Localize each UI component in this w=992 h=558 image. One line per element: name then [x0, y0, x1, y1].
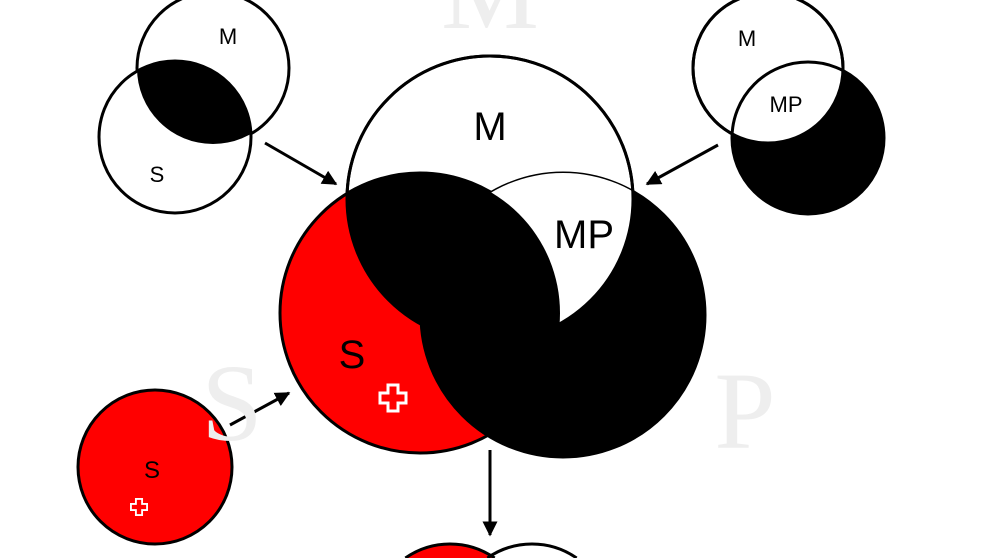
label-mp: MP	[554, 213, 614, 257]
conclusion-diagram	[404, 542, 578, 558]
arrow-icon	[645, 143, 719, 186]
label-mp: MP	[770, 92, 803, 117]
label-s: S	[144, 457, 160, 484]
arrows	[229, 141, 719, 537]
watermark-m: M	[441, 0, 539, 52]
label-m: M	[473, 105, 506, 149]
minor-premise-diagram: M MP	[691, 0, 886, 216]
label-s: S	[339, 333, 366, 377]
subject-diagram: S	[76, 388, 234, 546]
label-m: M	[738, 26, 756, 51]
label-s: S	[150, 162, 165, 187]
label-m: M	[219, 24, 237, 49]
arrow-icon	[264, 141, 338, 186]
arrow-icon	[229, 391, 291, 427]
main-venn-diagram: M MP S	[278, 54, 707, 459]
watermark-p: P	[714, 350, 775, 472]
watermark-s: S	[201, 342, 262, 464]
major-premise-diagram: M S	[97, 0, 291, 215]
